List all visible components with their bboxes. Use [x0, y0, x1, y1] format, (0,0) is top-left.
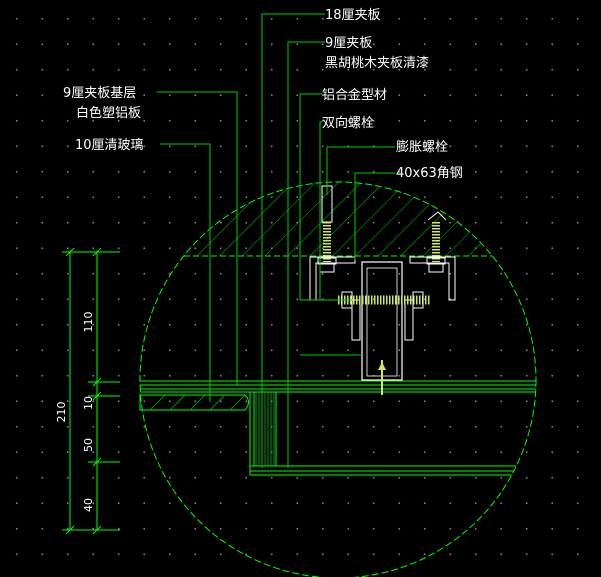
- label-walnut-veneer: 黑胡桃木夹板清漆: [325, 55, 429, 71]
- label-glass-10: 10厘清玻璃: [75, 138, 144, 153]
- dim-40: 40: [82, 498, 95, 512]
- label-angle-steel: 40x63角钢: [396, 166, 463, 181]
- dim-110: 110: [82, 312, 95, 333]
- label-alloy-profile: 铝合金型材: [322, 87, 387, 103]
- label-double-bolt: 双向螺栓: [322, 115, 374, 131]
- expansion-bolt-left: [317, 185, 337, 273]
- leader-lines: [157, 13, 395, 468]
- expansion-bolt-right: [426, 211, 447, 273]
- dim-50: 50: [82, 438, 95, 452]
- dim-total: 210: [55, 402, 68, 423]
- aluminum-profile: [361, 261, 403, 395]
- label-board-9-base: 9厘夹板基层: [63, 86, 136, 101]
- dimension-lines: [62, 247, 120, 535]
- drop-panel: [249, 392, 277, 475]
- label-expansion-bolt: 膨胀螺栓: [396, 140, 448, 155]
- label-white-aluminum: 白色塑铝板: [76, 105, 141, 121]
- concrete-slab: [140, 182, 536, 257]
- ceiling-boards: [140, 380, 536, 476]
- glass-panel: [139, 394, 249, 411]
- label-board-18: 18厘夹板: [325, 8, 381, 23]
- dim-10: 10: [82, 396, 95, 410]
- angle-steel: [309, 256, 456, 341]
- label-board-9: 9厘夹板: [325, 36, 372, 51]
